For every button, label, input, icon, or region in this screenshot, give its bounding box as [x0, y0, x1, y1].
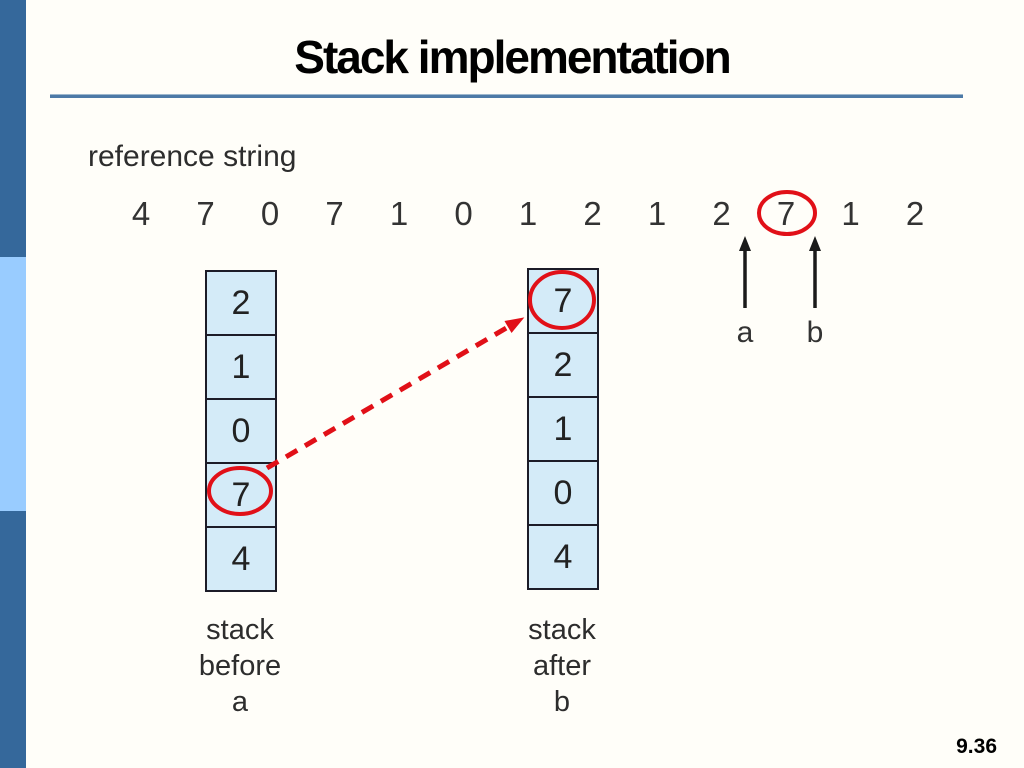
reference-digit: 7 [196, 195, 215, 232]
reference-digit: 1 [841, 195, 860, 232]
caption-line: stack [528, 614, 596, 646]
stack-before: 2 1 0 7 4 [205, 270, 277, 592]
caption-line: stack [206, 614, 274, 646]
reference-digit: 7 [776, 195, 796, 232]
reference-digit: 2 [905, 195, 925, 232]
reference-digit: 1 [647, 195, 667, 232]
sidebar-light-segment [0, 257, 26, 511]
stack-cell: 7 [529, 270, 597, 334]
reference-digit: 1 [389, 195, 409, 232]
reference-string-row: 4 7 0 7 1 0 1 2 1 2 7 1 2 [116, 195, 940, 233]
page-number: 9.36 [956, 735, 997, 758]
caption-line: b [553, 686, 571, 718]
caption-line: after [532, 650, 592, 682]
reference-digit: 2 [712, 195, 731, 232]
stack-cell: 2 [207, 272, 275, 336]
reference-digit: 7 [325, 195, 344, 232]
stack-cell: 4 [231, 539, 251, 578]
pointer-label-b: b [806, 316, 824, 349]
stack-before-caption: stack before a [140, 612, 340, 720]
stack-cell: 2 [529, 334, 597, 398]
slide-title: Stack implementation [294, 31, 731, 83]
reference-digit: 0 [260, 195, 280, 232]
reference-digit: 1 [518, 195, 538, 232]
caption-line: a [231, 686, 249, 718]
caption-line: before [198, 650, 282, 682]
stack-after: 7 2 1 0 4 [527, 268, 599, 590]
reference-digit: 0 [454, 195, 473, 232]
stack-cell: 7 [207, 464, 275, 528]
dashed-move-arrow [265, 317, 525, 471]
stack-cell: 4 [553, 537, 573, 576]
reference-digit: 2 [583, 195, 602, 232]
title-divider [50, 94, 963, 98]
stack-cell: 1 [529, 398, 597, 462]
stack-after-caption: stack after b [462, 612, 662, 720]
stack-cell: 0 [207, 400, 275, 464]
reference-string-label: reference string [88, 140, 297, 173]
reference-digit: 4 [131, 195, 151, 232]
stack-cell: 1 [207, 336, 275, 400]
stack-cell: 0 [529, 462, 597, 526]
pointer-label-a: a [736, 316, 754, 349]
